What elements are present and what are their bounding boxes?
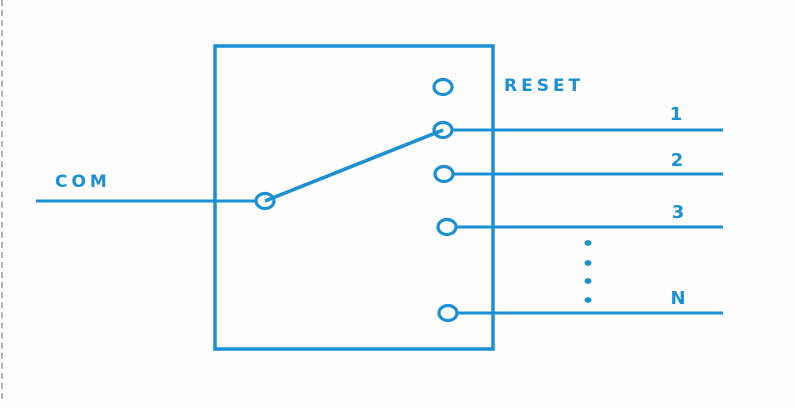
ellipsis-dot-2 xyxy=(584,260,592,266)
reset-label: RESET xyxy=(504,76,585,96)
ellipsis-dot-1 xyxy=(584,240,592,246)
terminal-n-contact xyxy=(437,303,459,323)
reset-contact xyxy=(432,77,454,97)
ellipsis-dot-3 xyxy=(584,278,592,284)
output-label-n: N xyxy=(670,288,686,309)
switch-enclosure-box xyxy=(213,44,495,351)
terminal-3-contact xyxy=(436,217,458,237)
switch-arm xyxy=(264,128,444,203)
com-label: COM xyxy=(55,172,111,192)
terminal-2-contact xyxy=(433,164,455,184)
output-label-3: 3 xyxy=(671,202,685,223)
output-label-2: 2 xyxy=(670,150,684,171)
page-left-dashed-border xyxy=(1,0,3,399)
output-label-1: 1 xyxy=(669,104,683,125)
ellipsis-dot-4 xyxy=(584,297,592,303)
